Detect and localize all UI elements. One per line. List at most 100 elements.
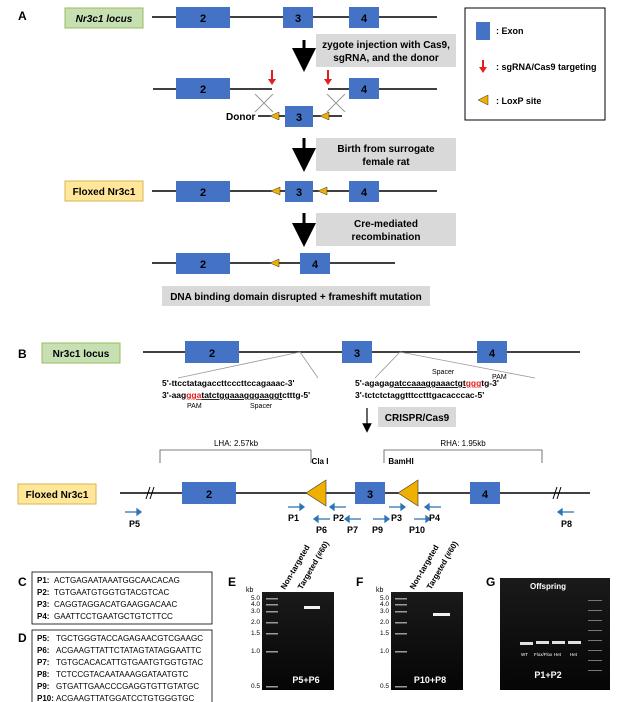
primer-p2: P2 xyxy=(333,513,344,523)
f-ladder-05: 0.5 xyxy=(380,683,389,690)
loxp-b-left xyxy=(305,479,327,507)
exon-b-3-floxed-label: 3 xyxy=(367,489,373,501)
d-row-5-seq: ACGAAGTTATGGATCCTGTGGGTGC xyxy=(56,694,194,702)
zoom-line-left-a xyxy=(177,351,301,379)
primer-p1: P1 xyxy=(288,513,299,523)
e-ladder-labels: 5.0 4.0 3.0 2.0 1.5 1.0 0.5 xyxy=(251,595,260,690)
loxp-deleted xyxy=(269,258,280,268)
panel-c-label: C xyxy=(18,575,27,589)
right-spacer-label: Spacer xyxy=(432,369,455,376)
step-3-line-2: recombination xyxy=(352,232,421,243)
legend-sgrna-icon xyxy=(479,60,487,73)
panel-e-label: E xyxy=(228,575,236,589)
c-row-1-seq: TGTGAATGTGGTGTACGTCAC xyxy=(54,588,169,597)
step-1-line-2: sgRNA, and the donor xyxy=(333,53,439,64)
crispr-label: CRISPR/Cas9 xyxy=(385,413,450,424)
exon-2-floxed xyxy=(176,181,230,202)
left-spacer-label: Spacer xyxy=(250,403,273,410)
crossover-right xyxy=(326,93,346,113)
f-caption: P10+P8 xyxy=(414,675,446,685)
e-ladder-1: 1.0 xyxy=(251,648,260,655)
c-row-2-name: P3: xyxy=(37,600,49,609)
exon-b-4 xyxy=(477,341,507,363)
c-row-0-name: P1: xyxy=(37,576,49,585)
exon-2-deleted-label: 2 xyxy=(200,259,206,271)
exon-4-floxed xyxy=(349,181,379,202)
f-ladder-4: 4.0 xyxy=(380,601,389,608)
locus-b-label-box xyxy=(41,342,121,364)
panel-d-label: D xyxy=(18,631,27,645)
exon-b-2-label: 2 xyxy=(209,348,215,360)
loxp-b-right xyxy=(397,479,419,507)
floxed-label-box xyxy=(64,180,144,202)
exon-4-floxed-label: 4 xyxy=(361,187,368,199)
exon-b-4-floxed-label: 4 xyxy=(482,489,489,501)
primer-list-d: P5: TGCTGGGTACCAGAGAACGTCGAAGC P6: ACGAA… xyxy=(37,634,203,702)
zoom-line-right-b xyxy=(399,351,536,379)
exon-3-floxed xyxy=(285,181,313,202)
g-lane-floxflox: Flox/Flox xyxy=(534,652,553,657)
step-2-line-1: Birth from surrogate xyxy=(337,144,435,155)
d-row-0-seq: TGCTGGGTACCAGAGAACGTCGAAGC xyxy=(56,634,203,643)
g-lane-wt: WT xyxy=(521,652,528,657)
rha-bracket xyxy=(383,449,543,463)
floxed-label: Floxed Nr3c1 xyxy=(73,187,136,198)
g-ladder-bands xyxy=(588,600,602,671)
exon-3-floxed-label: 3 xyxy=(296,187,302,199)
e-caption: P5+P6 xyxy=(292,675,319,685)
f-ladder-bands xyxy=(395,598,407,688)
g-bands xyxy=(520,641,581,645)
d-row-3-name: P8: xyxy=(37,670,49,679)
exon-2-floxed-label: 2 xyxy=(200,187,206,199)
bam-label: BamHI xyxy=(388,457,413,466)
gel-g xyxy=(500,578,610,690)
d-row-4-name: P9: xyxy=(37,682,49,691)
primer-p8: P8 xyxy=(561,519,572,529)
crispr-box xyxy=(378,407,456,427)
e-ladder-4: 4.0 xyxy=(251,601,260,608)
f-ladder-2: 2.0 xyxy=(380,619,389,626)
primer-p3: P3 xyxy=(391,513,402,523)
e-ladder-5: 5.0 xyxy=(251,595,260,602)
lha-label: LHA: 2.57kb xyxy=(214,439,259,448)
step-2-line-2: female rat xyxy=(362,157,410,168)
left-seq-top: 5'-ttcctatagaccttcccttccagaaac-3' xyxy=(162,378,295,388)
exon-b-4-floxed xyxy=(470,482,500,504)
crossover-left xyxy=(254,93,274,113)
d-row-1-name: P6: xyxy=(37,646,49,655)
exon-2-deleted xyxy=(176,253,230,274)
primer-box-c xyxy=(31,571,213,625)
primer-list-c: P1: ACTGAGAATAAATGGCAACACAG P2: TGTGAATG… xyxy=(37,576,180,621)
primer-arrows xyxy=(125,502,574,524)
exon-2 xyxy=(176,7,230,28)
d-row-1-seq: ACGAAGTTATTCTATAGTATAGGAATTC xyxy=(56,646,202,655)
left-pam-label: PAM xyxy=(187,403,202,410)
gel-e xyxy=(262,592,334,690)
exon-4-deleted xyxy=(300,253,330,274)
exon-2-label: 2 xyxy=(200,13,206,25)
legend-sgrna-text: : sgRNA/Cas9 targeting xyxy=(496,62,597,72)
result-box xyxy=(162,286,430,306)
e-ladder-2: 2.0 xyxy=(251,619,260,626)
g-caption: P1+P2 xyxy=(534,670,561,680)
g-lane-het-1: Het xyxy=(554,652,562,657)
donor-label: Donor xyxy=(226,112,256,123)
locus-label-box xyxy=(64,7,144,29)
primer-p9: P9 xyxy=(372,525,383,535)
exon-4-cut-label: 4 xyxy=(361,84,368,96)
right-seq-bottom: 3'-tctctctaggtttcctttgacacccac-5' xyxy=(355,390,484,400)
panel-b-label: B xyxy=(18,347,27,361)
right-pam-label: PAM xyxy=(492,374,507,381)
e-ladder-15: 1.5 xyxy=(251,630,260,637)
step-1-box xyxy=(316,34,456,67)
e-band-targeted xyxy=(304,606,320,609)
g-lane-het-2: Het xyxy=(570,652,578,657)
f-ladder-1: 1.0 xyxy=(380,648,389,655)
primer-box-d xyxy=(31,629,213,702)
exon-3-donor xyxy=(285,106,313,127)
c-row-1-name: P2: xyxy=(37,588,49,597)
primer-p6: P6 xyxy=(316,525,327,535)
exon-b-2-floxed xyxy=(182,482,236,504)
gel-f xyxy=(391,592,463,690)
